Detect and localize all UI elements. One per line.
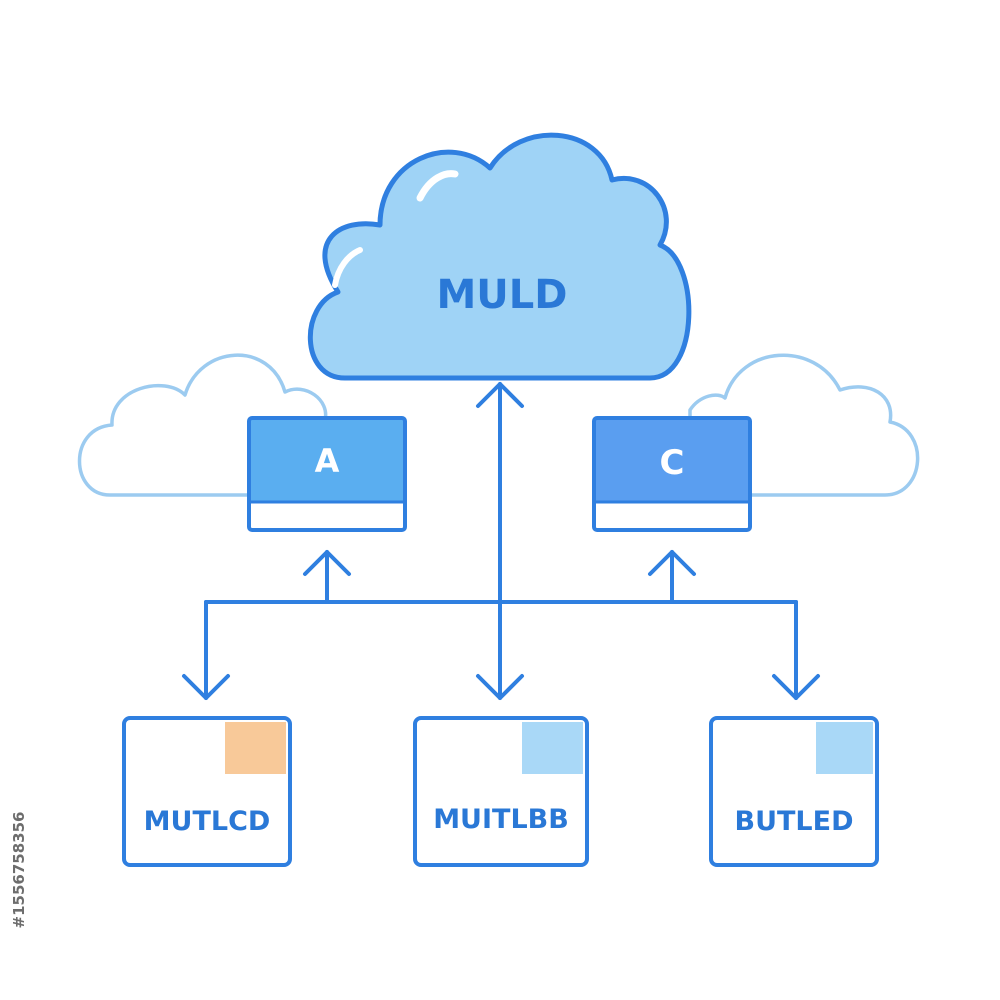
box-right-corner-tab	[816, 722, 873, 774]
box-right-label: BUTLED	[735, 806, 854, 837]
main-cloud-highlight-small	[332, 247, 363, 288]
main-cloud-label: MULD	[437, 272, 568, 318]
node-a: A	[247, 416, 407, 532]
box-left-label: MUTLCD	[144, 806, 271, 837]
arrow-down-left	[182, 674, 230, 700]
box-left-corner-tab	[225, 722, 286, 774]
box-left: MUTLCD	[122, 716, 292, 867]
box-center: MUITLBB	[413, 716, 589, 867]
arrow-up-main	[476, 382, 524, 408]
box-center-label: MUITLBB	[433, 804, 569, 835]
node-c: C	[592, 416, 752, 532]
side-identifier: #1556758356	[4, 740, 34, 1000]
arrow-down-center	[476, 674, 524, 700]
node-c-label: C	[660, 443, 685, 483]
box-center-corner-tab	[522, 722, 583, 774]
arrow-down-right	[772, 674, 820, 700]
box-right: BUTLED	[709, 716, 879, 867]
node-c-frame	[592, 416, 752, 532]
node-c-header	[594, 418, 750, 502]
node-a-header	[249, 418, 405, 502]
main-cloud	[307, 132, 692, 381]
main-cloud-highlight	[416, 170, 459, 202]
arrow-up-a	[303, 550, 351, 576]
node-a-frame	[247, 416, 407, 532]
node-a-label: A	[315, 442, 340, 480]
arrow-up-c	[648, 550, 696, 576]
connector-lines	[182, 382, 820, 700]
side-identifier-text: #1556758356	[10, 811, 28, 929]
